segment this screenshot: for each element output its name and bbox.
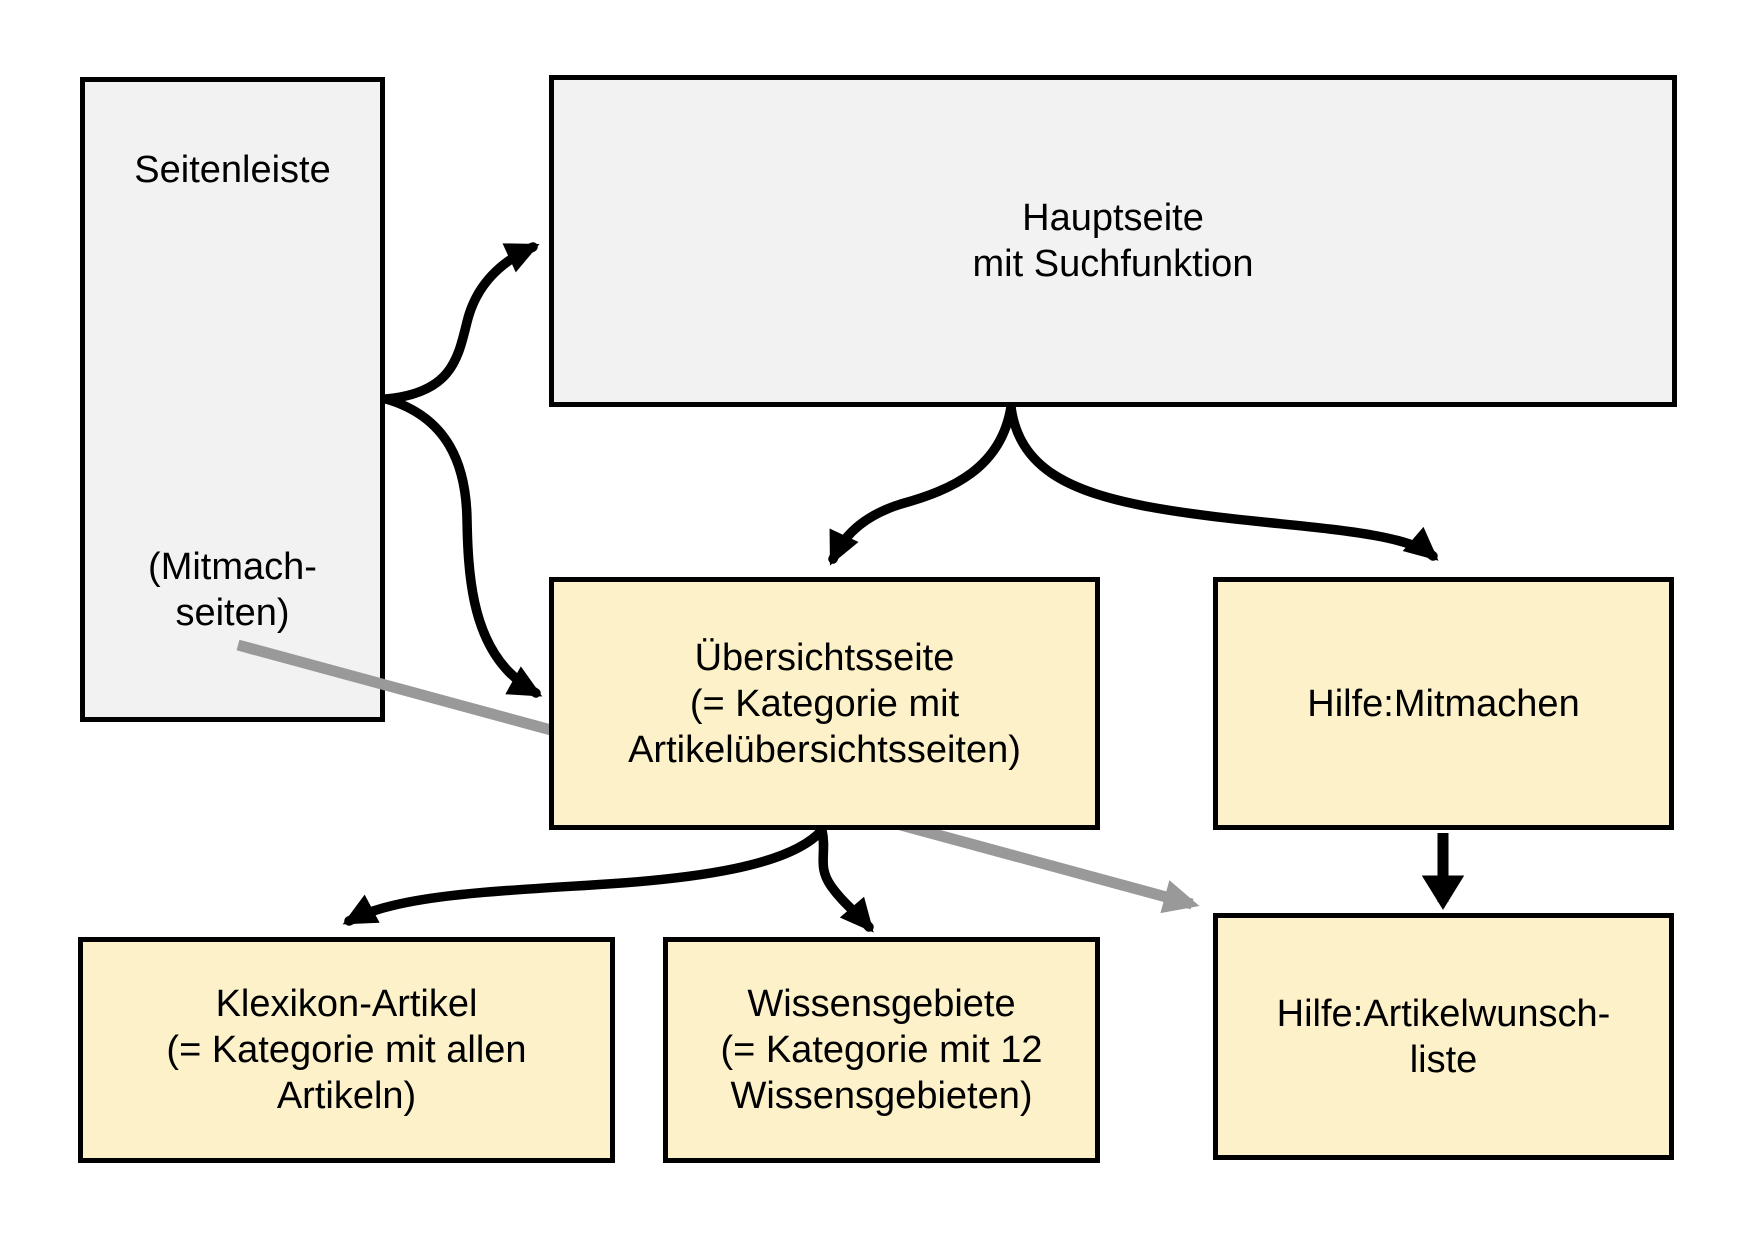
node-uebersichtsseite-line2: (= Kategorie mit	[689, 682, 960, 725]
node-hauptseite-line1: Hauptseite	[1022, 197, 1204, 239]
node-hauptseite-line2: mit Suchfunktion	[972, 243, 1254, 285]
edge-hauptseite-to-uebersichtsseite	[828, 402, 1016, 566]
node-seitenleiste-note: (Mitmach- seiten)	[85, 544, 380, 636]
node-wissensgebiete-line3: Wissensgebieten)	[730, 1075, 1033, 1117]
node-hilfe-artikelwunschliste-line1: Hilfe:Artikelwunsch-	[1276, 992, 1611, 1035]
node-wissensgebiete-line1: Wissensgebiete	[747, 983, 1016, 1025]
node-seitenleiste-note-line2: seiten)	[175, 592, 290, 634]
node-uebersichtsseite-line1: Übersichtsseite	[694, 636, 955, 679]
node-klexikon-artikel-line1: Klexikon-Artikel	[215, 983, 478, 1025]
node-klexikon-artikel-line2: (= Kategorie mit allen	[166, 1029, 527, 1071]
node-seitenleiste-title: Seitenleiste	[134, 149, 331, 191]
node-klexikon-artikel: Klexikon-Artikel (= Kategorie mit allen …	[78, 937, 615, 1163]
edge-hauptseite-to-hilfe-mitmachen	[1006, 402, 1439, 561]
edge-seitenleiste-to-uebersichtsseite	[381, 394, 543, 698]
node-hilfe-artikelwunschliste: Hilfe:Artikelwunsch- liste	[1213, 913, 1674, 1160]
node-klexikon-artikel-line3: Artikeln)	[276, 1075, 417, 1117]
node-seitenleiste-note-line1: (Mitmach-	[148, 546, 317, 588]
node-hilfe-mitmachen-line1: Hilfe:Mitmachen	[1307, 682, 1580, 725]
edge-seitenleiste-to-hauptseite	[381, 242, 540, 404]
node-seitenleiste: Seitenleiste (Mitmach- seiten)	[80, 77, 385, 722]
node-hauptseite: Hauptseite mit Suchfunktion	[549, 75, 1677, 407]
node-wissensgebiete-line2: (= Kategorie mit 12	[720, 1029, 1043, 1071]
node-hilfe-mitmachen: Hilfe:Mitmachen	[1213, 577, 1674, 830]
node-hilfe-artikelwunschliste-line2: liste	[1409, 1038, 1478, 1081]
node-wissensgebiete: Wissensgebiete (= Kategorie mit 12 Wisse…	[663, 937, 1100, 1163]
node-uebersichtsseite: Übersichtsseite (= Kategorie mit Artikel…	[549, 577, 1100, 830]
edge-uebersichtsseite-to-klexikon-artikel	[342, 825, 827, 926]
edge-uebersichtsseite-to-wissensgebiete	[817, 825, 874, 933]
node-uebersichtsseite-line3: Artikelübersichtsseiten)	[628, 728, 1021, 771]
